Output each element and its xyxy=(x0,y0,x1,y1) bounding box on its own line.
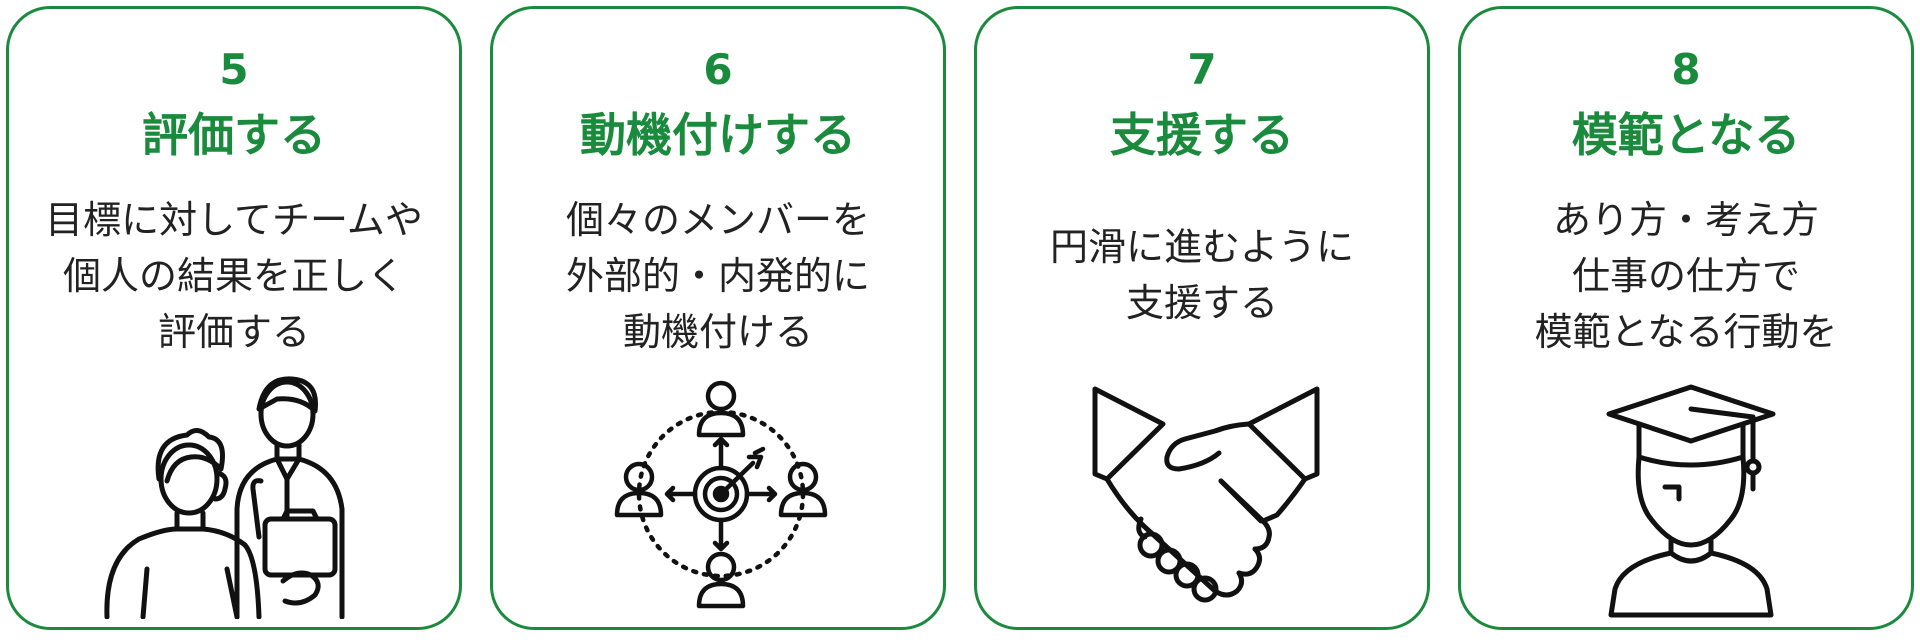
step-description: 円滑に進むように 支援する xyxy=(987,219,1417,331)
handshake-icon xyxy=(1055,369,1355,619)
description-line: 個々のメンバーを xyxy=(565,198,870,242)
step-card-8: 8 模範となる あり方・考え方 仕事の仕方で 模範となる行動を xyxy=(1458,6,1914,630)
step-card-5: 5 評価する 目標に対してチームや 個人の結果を正しく 評価する xyxy=(6,6,462,630)
step-title: 模範となる xyxy=(1571,108,1801,162)
description-line: 仕事の仕方で xyxy=(1571,254,1800,298)
target-team-icon xyxy=(571,369,871,619)
description-line: 円滑に進むように xyxy=(1049,225,1354,269)
step-number: 5 xyxy=(219,45,249,94)
description-line: 動機付ける xyxy=(622,310,813,354)
description-line: 個人の結果を正しく xyxy=(62,254,405,298)
description-line: 評価する xyxy=(157,310,310,354)
step-title: 支援する xyxy=(1110,108,1294,162)
description-line: あり方・考え方 xyxy=(1552,198,1819,242)
step-description: あり方・考え方 仕事の仕方で 模範となる行動を xyxy=(1471,192,1901,360)
step-title: 評価する xyxy=(142,108,326,162)
step-description: 個々のメンバーを 外部的・内発的に 動機付ける xyxy=(503,192,933,360)
step-number: 7 xyxy=(1187,45,1217,94)
step-number: 8 xyxy=(1671,45,1701,94)
description-line: 外部的・内発的に xyxy=(565,254,870,298)
step-card-6: 6 動機付けする 個々のメンバーを 外部的・内発的に 動機付ける xyxy=(490,6,946,630)
step-title: 動機付けする xyxy=(580,108,856,162)
evaluation-interview-icon xyxy=(87,369,387,619)
description-line: 模範となる行動を xyxy=(1534,310,1838,354)
graduate-icon xyxy=(1539,369,1839,619)
description-line: 目標に対してチームや xyxy=(45,198,423,242)
step-card-7: 7 支援する 円滑に進むように 支援する xyxy=(974,6,1430,630)
step-description: 目標に対してチームや 個人の結果を正しく 評価する xyxy=(19,192,449,360)
step-number: 6 xyxy=(703,45,733,94)
description-line: 支援する xyxy=(1125,281,1278,325)
